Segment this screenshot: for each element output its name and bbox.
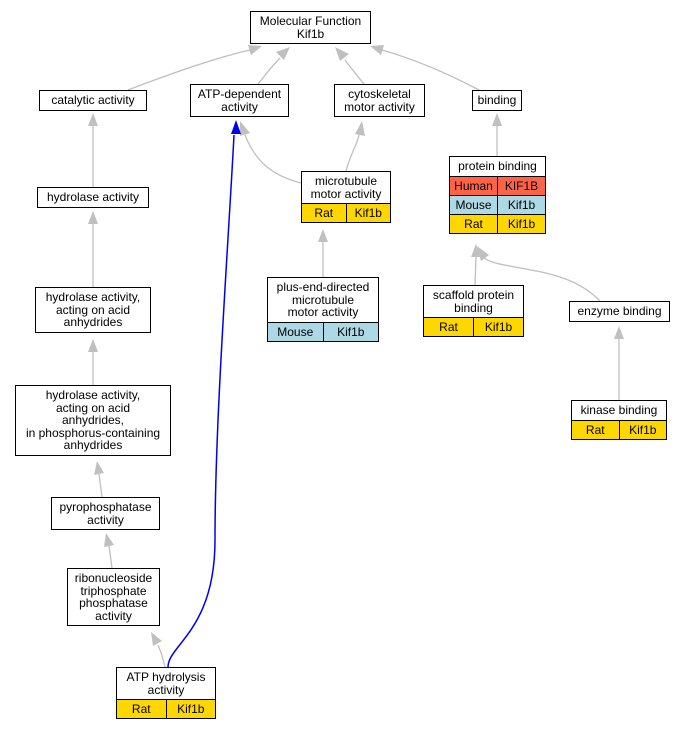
node-scaffold-protein-binding[interactable]: scaffold protein binding Rat Kif1b xyxy=(423,285,524,337)
gene-cell: Kif1b xyxy=(497,195,545,214)
species-row: Mouse Kif1b xyxy=(450,194,545,214)
gene-cell: Kif1b xyxy=(165,700,215,718)
node-label: plus-end-directed microtubule motor acti… xyxy=(276,280,370,319)
node-hydrolase-activity-phosphorus-containing-anhydrides[interactable]: hydrolase activity, acting on acid anhyd… xyxy=(15,385,171,456)
edge-binding-to-mf xyxy=(381,49,480,91)
species-cell: Human xyxy=(450,176,497,195)
node-label: hydrolase activity xyxy=(46,190,140,204)
node-molecular-function[interactable]: Molecular Function Kif1b xyxy=(250,11,371,44)
arrowhead-catalytic-to-mf xyxy=(248,45,262,55)
node-label: protein binding xyxy=(458,159,537,173)
node-hydrolase-activity-acting-on-acid-anhydrides[interactable]: hydrolase activity, acting on acid anhyd… xyxy=(35,287,151,333)
edge-atp-hydro-to-ribo xyxy=(157,644,166,668)
arrowhead-ribo-to-pyrophos xyxy=(104,533,114,547)
node-catalytic-activity[interactable]: catalytic activity xyxy=(39,90,147,111)
edge-catalytic-to-mf xyxy=(127,49,251,91)
species-row: Rat Kif1b xyxy=(302,203,390,222)
arrowhead-protein-to-binding xyxy=(492,113,502,126)
edge-pyrophos-to-hydrolase-phos xyxy=(98,473,103,498)
species-cell: Mouse xyxy=(450,195,497,214)
gene-cell: Kif1b xyxy=(473,318,523,336)
edge-mt-motor-to-atp-dep xyxy=(244,134,302,184)
arrowhead-binding-to-mf xyxy=(370,45,384,55)
arrowhead-mt-motor-to-atp-dep xyxy=(240,121,250,136)
species-cell: Rat xyxy=(117,700,166,718)
edge-enzyme-to-protein xyxy=(483,257,601,302)
node-ribonucleoside-triphosphate-phosphatase-activity[interactable]: ribonucleoside triphosphate phosphatase … xyxy=(67,568,160,626)
arrowhead-atp-hydro-to-atp-dep xyxy=(231,120,241,134)
node-binding[interactable]: binding xyxy=(472,90,522,111)
node-label: kinase binding xyxy=(580,403,658,417)
species-row: Rat Kif1b xyxy=(117,699,215,718)
species-cell: Mouse xyxy=(268,322,323,341)
edge-cyto-to-mf xyxy=(344,59,365,85)
node-label: ATP hydrolysis activity xyxy=(126,670,206,697)
species-row: Rat Kif1b xyxy=(572,419,666,439)
species-row: Mouse Kif1b xyxy=(268,321,378,341)
arrowhead-hydrolase-phos-to-hydrolase-acid xyxy=(88,339,98,352)
arrowhead-hydrolase-to-catalytic xyxy=(88,113,98,126)
arrowhead-atp-hydro-to-ribo xyxy=(151,632,162,646)
node-label: ribonucleoside triphosphate phosphatase … xyxy=(74,571,153,623)
node-label: catalytic activity xyxy=(51,93,135,107)
node-label: ATP-dependent activity xyxy=(197,87,282,114)
species-cell: Rat xyxy=(302,204,346,222)
species-cell: Rat xyxy=(572,420,619,439)
node-label: hydrolase activity, acting on acid anhyd… xyxy=(25,388,161,452)
species-cell: Rat xyxy=(424,318,473,336)
node-cytoskeletal-motor-activity[interactable]: cytoskeletal motor activity xyxy=(334,84,425,117)
edge-mt-motor-to-cyto xyxy=(345,134,360,172)
arrowhead-scaffold-to-protein xyxy=(471,244,481,257)
arrowhead-hydrolase-acid-to-hydrolase xyxy=(88,211,98,224)
gene-cell: KIF1B xyxy=(497,176,545,195)
arrowhead-kinase-to-enzyme xyxy=(614,326,624,339)
arrowhead-atp-dep-to-mf xyxy=(276,47,290,60)
node-atp-dependent-activity[interactable]: ATP-dependent activity xyxy=(190,84,289,117)
edge-scaffold-to-protein xyxy=(474,256,477,286)
gene-cell: Kif1b xyxy=(497,214,545,233)
node-label: pyrophosphatase activity xyxy=(59,500,152,527)
node-protein-binding[interactable]: protein binding Human KIF1B Mouse Kif1b … xyxy=(449,156,546,234)
node-enzyme-binding[interactable]: enzyme binding xyxy=(569,301,670,322)
node-label: scaffold protein binding xyxy=(432,288,515,315)
node-label: hydrolase activity, acting on acid anhyd… xyxy=(45,290,141,329)
node-label: cytoskeletal motor activity xyxy=(344,87,415,114)
species-cell: Rat xyxy=(450,214,497,233)
arrowhead-cyto-to-mf xyxy=(335,47,349,61)
species-row: Human KIF1B xyxy=(450,175,545,195)
gene-cell: Kif1b xyxy=(345,204,390,222)
arrowhead-enzyme-to-protein xyxy=(477,246,489,261)
node-label: binding xyxy=(477,93,517,107)
gene-cell: Kif1b xyxy=(322,322,378,341)
node-label: enzyme binding xyxy=(577,304,662,318)
edge-ribo-to-pyrophos xyxy=(108,545,113,569)
arrowhead-pyrophos-to-hydrolase-phos xyxy=(94,461,104,475)
node-microtubule-motor-activity[interactable]: microtubule motor activity Rat Kif1b xyxy=(301,171,391,223)
species-row: Rat Kif1b xyxy=(450,213,545,233)
arrowhead-mt-motor-to-cyto xyxy=(355,121,365,136)
species-row: Rat Kif1b xyxy=(424,317,523,336)
node-label: Molecular Function Kif1b xyxy=(259,14,362,41)
gene-cell: Kif1b xyxy=(618,420,666,439)
node-atp-hydrolysis-activity[interactable]: ATP hydrolysis activity Rat Kif1b xyxy=(116,667,216,719)
node-kinase-binding[interactable]: kinase binding Rat Kif1b xyxy=(571,400,667,440)
edge-atp-dep-to-mf xyxy=(257,57,281,85)
node-label: microtubule motor activity xyxy=(310,174,382,201)
node-hydrolase-activity[interactable]: hydrolase activity xyxy=(37,187,149,208)
edge-atp-hydro-to-atp-dep xyxy=(167,134,235,668)
arrowhead-plus-end-to-mt-motor xyxy=(318,229,328,242)
node-pyrophosphatase-activity[interactable]: pyrophosphatase activity xyxy=(51,497,160,530)
node-plus-end-directed-microtubule-motor-activity[interactable]: plus-end-directed microtubule motor acti… xyxy=(267,277,379,342)
